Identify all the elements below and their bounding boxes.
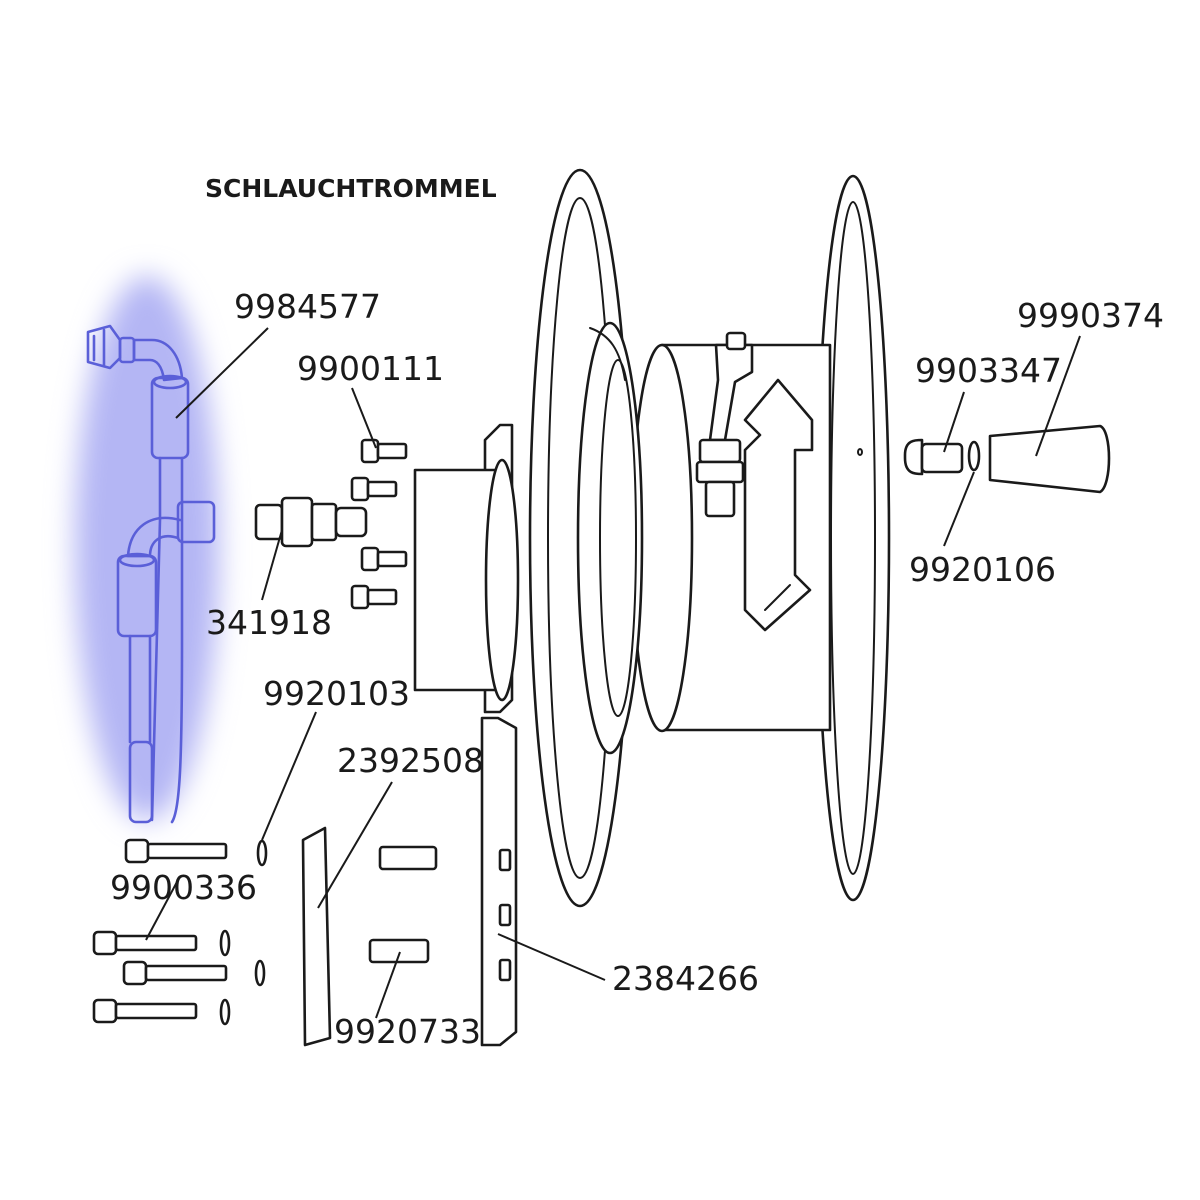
label-shaft-pin: 9903347 bbox=[915, 351, 1062, 390]
diagram-title: SCHLAUCHTROMMEL bbox=[205, 174, 497, 203]
hose-reel-drum bbox=[528, 168, 891, 908]
label-washer-left: 9920103 bbox=[263, 674, 410, 713]
label-bolt-small: 9900111 bbox=[297, 349, 444, 388]
hose-assembly bbox=[86, 324, 216, 824]
label-hose: 9984577 bbox=[234, 287, 381, 326]
long-screws bbox=[92, 838, 268, 1026]
label-spacer: 9920733 bbox=[334, 1012, 481, 1051]
label-washer-right: 9920106 bbox=[909, 550, 1056, 589]
plate-and-spacers bbox=[301, 826, 438, 1047]
label-screws: 9900336 bbox=[110, 868, 257, 907]
label-hub-cap: 9990374 bbox=[1017, 296, 1164, 335]
hub-cap-group bbox=[903, 424, 1111, 494]
hose-highlight bbox=[75, 276, 219, 820]
frame-plate bbox=[413, 423, 520, 1047]
label-plate-frame: 2384266 bbox=[612, 959, 759, 998]
label-plate-small: 2392508 bbox=[337, 741, 484, 780]
label-coupling: 341918 bbox=[206, 603, 332, 642]
leader-lines bbox=[145, 327, 1081, 1019]
coupling bbox=[254, 496, 368, 548]
